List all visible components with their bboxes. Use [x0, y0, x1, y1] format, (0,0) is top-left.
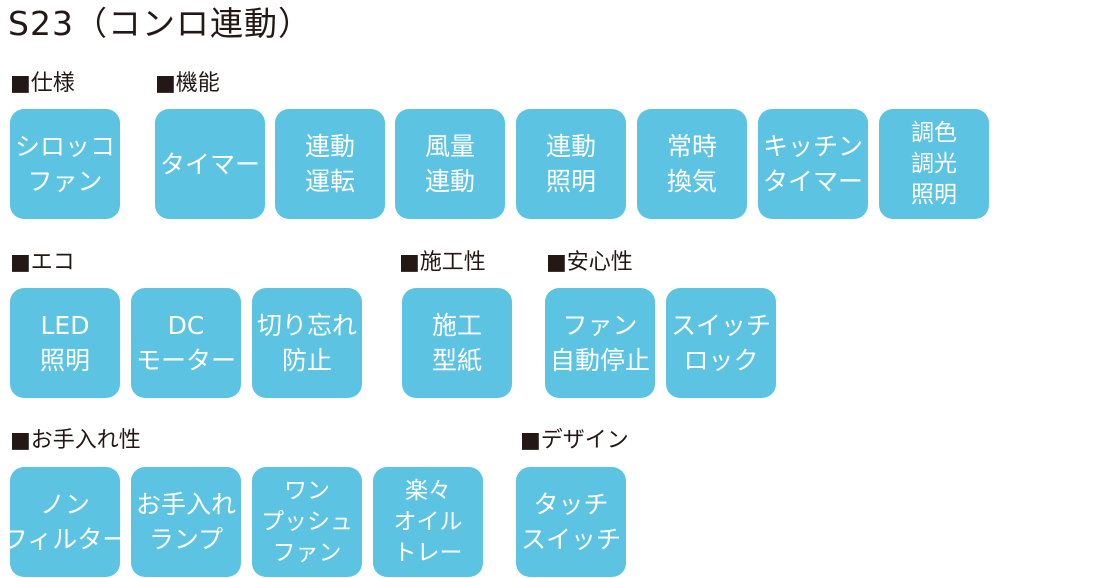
badge-line: ファン — [272, 539, 342, 566]
section-safety: ■安心性 — [546, 250, 633, 275]
section-construction: ■施工性 — [399, 250, 486, 275]
badge-line: 照明 — [911, 181, 957, 208]
section-function: ■機能 — [155, 71, 220, 96]
section-design: ■デザイン — [520, 428, 629, 453]
badge-linked-run: 連動 運転 — [275, 109, 385, 219]
badge-line: ロック — [683, 346, 759, 375]
badge-light-link: 連動 照明 — [516, 109, 626, 219]
badge-line: 調色 — [911, 119, 957, 146]
badge-line: 連動 — [424, 167, 475, 196]
badge-line: 常時 — [666, 132, 717, 161]
badge-dc-motor: DC モーター — [131, 288, 241, 398]
badge-line: フィルター — [10, 525, 120, 554]
badge-line: 照明 — [545, 167, 596, 196]
badge-line: モーター — [135, 346, 236, 375]
badge-oil-tray: 楽々 オイル トレー — [373, 467, 483, 577]
badge-template: 施工 型紙 — [402, 288, 512, 398]
section-eco: ■エコ — [10, 250, 75, 275]
badge-line: 運転 — [304, 167, 355, 196]
badge-care-lamp: お手入れ ランプ — [131, 467, 241, 577]
badge-led-light: LED 照明 — [10, 288, 120, 398]
badge-line: タッチ — [533, 490, 609, 519]
badge-line: タイマー — [159, 149, 260, 179]
badge-line: 防止 — [281, 346, 332, 375]
badge-line: ノン — [39, 490, 90, 519]
badge-line: DC — [167, 311, 205, 340]
badge-line: LED — [40, 311, 90, 340]
page-title: S23（コンロ連動） — [8, 4, 312, 43]
badge-line: シロッコ — [14, 132, 115, 161]
badge-line: スイッチ — [520, 525, 621, 554]
section-care: ■お手入れ性 — [10, 428, 141, 453]
badge-line: スイッチ — [670, 311, 771, 340]
badge-line: タイマー — [762, 167, 863, 196]
badge-line: 照明 — [39, 346, 90, 375]
badge-line: 楽々 — [405, 477, 451, 504]
badge-line: お手入れ — [135, 490, 236, 519]
badge-line: ファン — [27, 167, 103, 196]
badge-line: キッチン — [762, 132, 863, 161]
badge-timer: タイマー — [155, 109, 265, 219]
badge-switch-lock: スイッチ ロック — [666, 288, 776, 398]
badge-line: オイル — [393, 508, 463, 535]
badge-line: 風量 — [424, 132, 475, 161]
badge-touch-switch: タッチ スイッチ — [516, 467, 626, 577]
badge-line: 自動停止 — [549, 346, 650, 375]
badge-line: 切り忘れ — [256, 311, 357, 340]
badge-line: トレー — [393, 539, 463, 566]
badge-kitchen-timer: キッチン タイマー — [758, 109, 868, 219]
badge-forget-off: 切り忘れ 防止 — [252, 288, 362, 398]
badge-line: ワン — [284, 477, 330, 504]
badge-line: 換気 — [666, 167, 717, 196]
badge-line: 連動 — [545, 132, 596, 161]
badge-line: ファン — [562, 311, 638, 340]
section-spec: ■仕様 — [10, 71, 75, 96]
badge-constant-vent: 常時 換気 — [637, 109, 747, 219]
badge-line: 型紙 — [431, 346, 482, 375]
badge-line: 施工 — [431, 311, 482, 340]
badge-dimming-light: 調色 調光 照明 — [879, 109, 989, 219]
badge-sirocco-fan: シロッコ ファン — [10, 109, 120, 219]
badge-airflow-link: 風量 連動 — [395, 109, 505, 219]
badge-nonfilter: ノン フィルター — [10, 467, 120, 577]
badge-line: 調光 — [911, 150, 957, 177]
badge-line: 連動 — [304, 132, 355, 161]
badge-line: プッシュ — [261, 508, 353, 535]
badge-line: ランプ — [148, 525, 224, 554]
badge-fan-autostop: ファン 自動停止 — [545, 288, 655, 398]
badge-onepush-fan: ワン プッシュ ファン — [252, 467, 362, 577]
